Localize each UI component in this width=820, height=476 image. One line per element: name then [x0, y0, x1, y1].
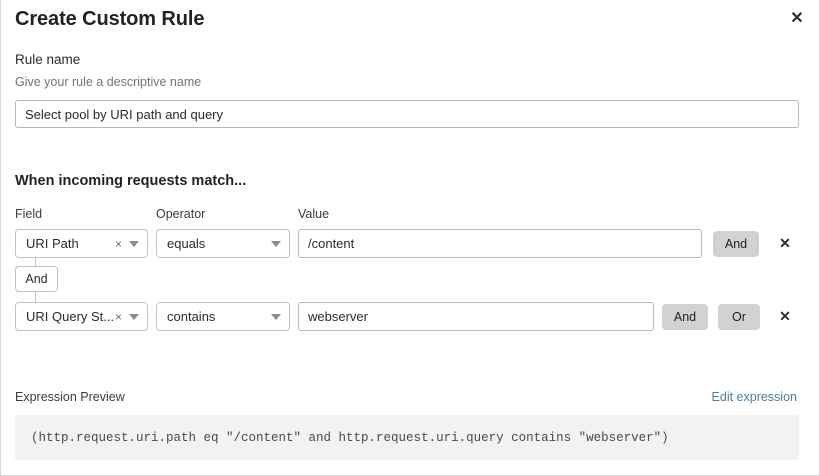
connector-line: [35, 258, 36, 267]
field-select-1-label: URI Path: [26, 236, 79, 251]
chevron-down-icon: [271, 313, 281, 320]
operator-select-1-label: equals: [167, 236, 206, 251]
delete-condition-icon-2[interactable]: ✕: [774, 302, 796, 330]
delete-condition-icon-1[interactable]: ✕: [774, 229, 796, 257]
edit-expression-link[interactable]: Edit expression: [711, 390, 797, 404]
value-input-2[interactable]: [298, 302, 654, 331]
rule-name-hint: Give your rule a descriptive name: [15, 75, 202, 89]
rule-name-label: Rule name: [15, 52, 81, 67]
column-header-value: Value: [298, 207, 330, 221]
operator-select-2-label: contains: [167, 309, 216, 324]
field-select-1[interactable]: URI Path ×: [15, 229, 148, 258]
or-button-2[interactable]: Or: [718, 304, 760, 330]
page-title: Create Custom Rule: [15, 8, 205, 30]
chevron-down-icon: [129, 240, 139, 247]
match-section-heading: When incoming requests match...: [15, 173, 247, 189]
condition-row: URI Path × equals And ✕: [1, 229, 820, 259]
field-select-2[interactable]: URI Query St... ×: [15, 302, 148, 331]
operator-select-1[interactable]: equals: [156, 229, 290, 258]
connector-line: [35, 292, 36, 302]
connector-and-badge[interactable]: And: [15, 266, 58, 292]
expression-preview-text: (http.request.uri.path eq "/content" and…: [31, 430, 669, 445]
expression-preview-label: Expression Preview: [15, 390, 125, 404]
column-header-field: Field: [15, 207, 43, 221]
clear-icon[interactable]: ×: [114, 309, 122, 324]
clear-icon[interactable]: ×: [114, 236, 122, 251]
expression-preview-box: (http.request.uri.path eq "/content" and…: [15, 415, 799, 460]
chevron-down-icon: [271, 240, 281, 247]
value-input-1[interactable]: [298, 229, 702, 258]
condition-row: URI Query St... × contains And Or ✕: [1, 302, 820, 332]
and-button-1[interactable]: And: [713, 231, 759, 257]
close-icon[interactable]: ✕: [785, 7, 809, 31]
and-button-2[interactable]: And: [662, 304, 708, 330]
column-header-operator: Operator: [156, 207, 206, 221]
field-select-2-label: URI Query St...: [26, 309, 113, 324]
operator-select-2[interactable]: contains: [156, 302, 290, 331]
chevron-down-icon: [129, 313, 139, 320]
rule-name-input[interactable]: [15, 100, 799, 128]
